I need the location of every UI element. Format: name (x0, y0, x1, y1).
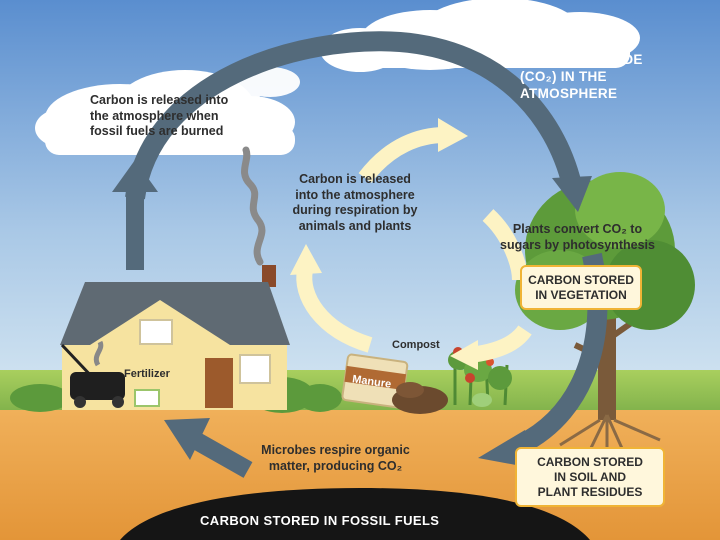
soil-box-line-2: IN SOIL AND (517, 470, 663, 485)
respiration-line-4: animals and plants (299, 219, 412, 233)
photosynthesis-line-1: Plants convert CO₂ to (513, 222, 642, 236)
microbes-line-1: Microbes respire organic (261, 443, 410, 457)
atmosphere-line-2: (CO₂) IN THE (520, 69, 607, 84)
atmosphere-line-1: CARBON DIOXIDE (520, 52, 643, 67)
microbes-line-2: matter, producing CO₂ (269, 459, 402, 473)
fertilizer-bag (135, 390, 159, 406)
respiration-line-1: Carbon is released (299, 172, 411, 186)
fossil-release-line-1: Carbon is released into (90, 93, 228, 107)
soil-box-line-1: CARBON STORED (517, 455, 663, 470)
vegetation-storage-box: CARBON STORED IN VEGETATION (520, 265, 642, 310)
fossil-fuels-label: CARBON STORED IN FOSSIL FUELS (200, 513, 439, 529)
compost-label: Compost (392, 339, 440, 353)
fossil-release-line-2: the atmosphere when (90, 109, 219, 123)
soil-storage-box: CARBON STORED IN SOIL AND PLANT RESIDUES (515, 447, 665, 507)
photosynthesis-line-2: sugars by photosynthesis (500, 238, 655, 252)
vegetation-box-line-2: IN VEGETATION (522, 288, 640, 303)
respiration-label: Carbon is released into the atmosphere d… (280, 172, 430, 235)
atmosphere-label: CARBON DIOXIDE (CO₂) IN THE ATMOSPHERE (520, 52, 650, 103)
fossil-release-label: Carbon is released into the atmosphere w… (90, 93, 250, 140)
atmosphere-line-3: ATMOSPHERE (520, 86, 617, 101)
soil-box-line-3: PLANT RESIDUES (517, 485, 663, 500)
respiration-line-2: into the atmosphere (295, 188, 414, 202)
microbes-label: Microbes respire organic matter, produci… (248, 443, 423, 474)
fertilizer-label: Fertilizer (124, 368, 170, 382)
photosynthesis-label: Plants convert CO₂ to sugars by photosyn… (490, 222, 665, 253)
respiration-line-3: during respiration by (292, 203, 417, 217)
fossil-release-line-3: fossil fuels are burned (90, 124, 223, 138)
vegetation-box-line-1: CARBON STORED (522, 273, 640, 288)
